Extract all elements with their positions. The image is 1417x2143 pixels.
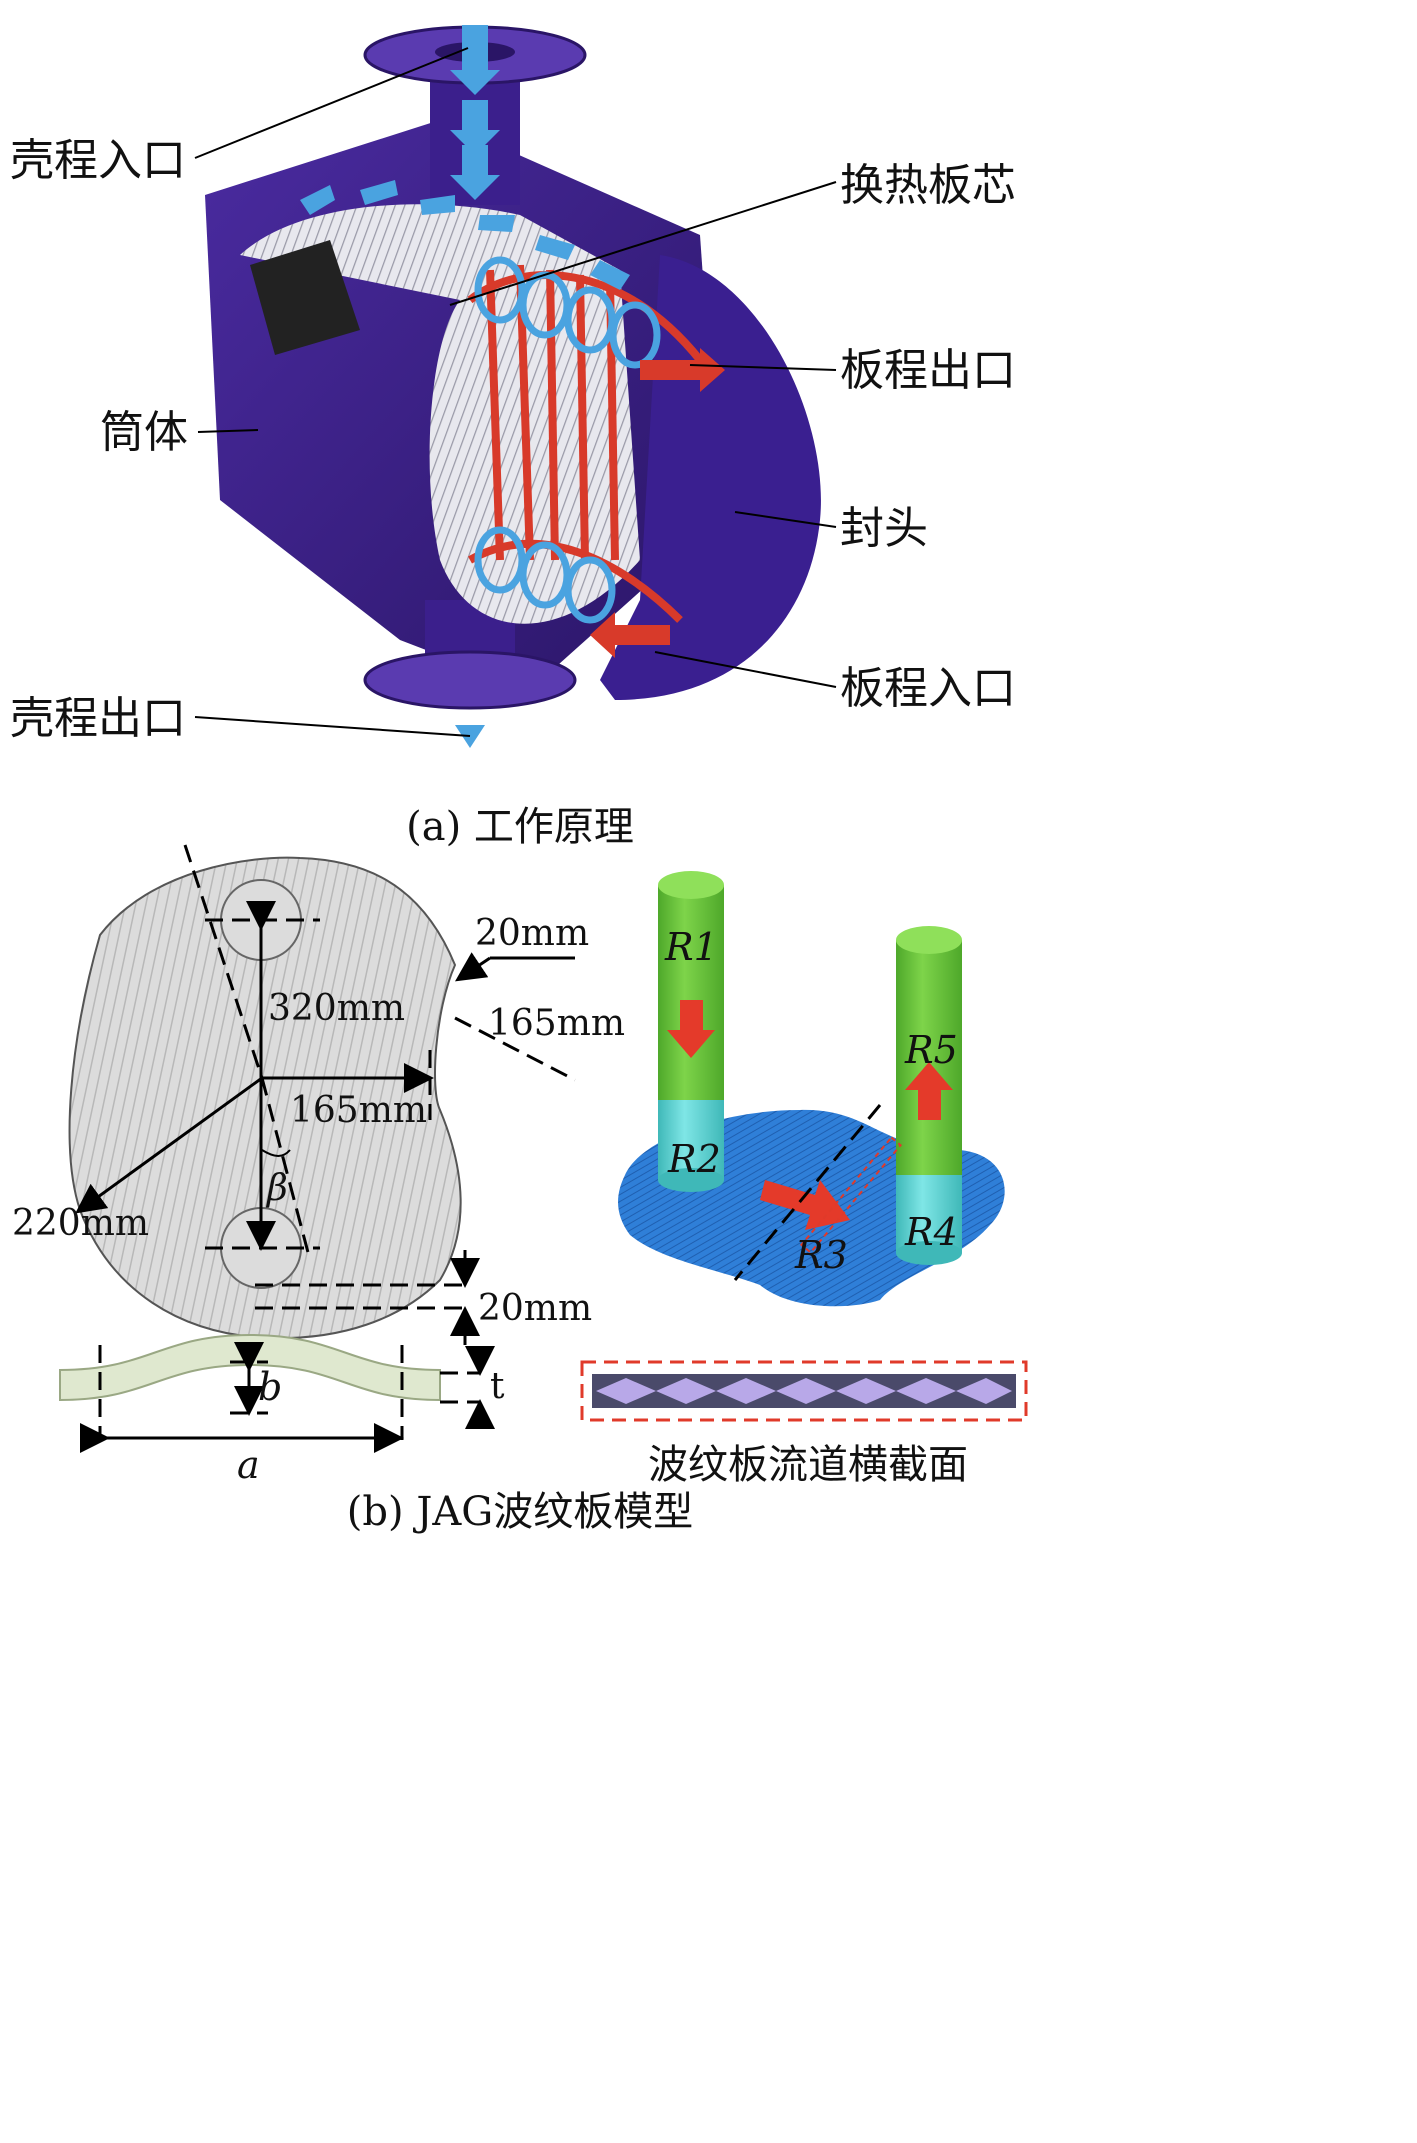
dim-side-offset: 165mm [488, 1003, 625, 1044]
label-shell-inlet: 壳程入口 [10, 135, 186, 186]
wave-profile: a b t [59, 1333, 505, 1487]
column-r4 [896, 1175, 962, 1253]
label-plate-inlet: 板程入口 [840, 663, 1016, 714]
plate-inlet-arrow [590, 612, 670, 658]
dim-radius: 220mm [12, 1203, 149, 1244]
label-plate-core: 换热板芯 [840, 160, 1016, 211]
dim-port-distance: 320mm [268, 988, 405, 1029]
bottom-flange [363, 650, 577, 710]
label-r3: R3 [794, 1233, 848, 1277]
label-r2: R2 [667, 1137, 721, 1181]
caption-b: (b) JAG波纹板模型 [347, 1489, 693, 1535]
plate-outlet-arrow [640, 348, 725, 392]
arrow-down-r1 [667, 1000, 715, 1058]
wave-height-label: b [258, 1365, 282, 1409]
label-r5: R5 [904, 1028, 958, 1072]
label-leaders-a [194, 47, 837, 737]
plate-core [240, 204, 640, 624]
cross-section-label: 波纹板流道横截面 [648, 1442, 968, 1488]
label-head: 封头 [840, 503, 928, 554]
dim-half-width: 165mm [290, 1090, 427, 1131]
thickness-label: t [490, 1366, 505, 1407]
column-r5 [896, 940, 962, 1175]
cross-section-channels [596, 1378, 1012, 1404]
arrow-up-r5 [905, 1062, 953, 1120]
figure-canvas: 壳程入口 换热板芯 板程出口 筒体 封头 板程入口 壳程出口 (a) 工作原理 … [10, 25, 1028, 1535]
wave-length-label: a [237, 1443, 260, 1487]
core-dark-block [250, 240, 360, 355]
channel-cross-section: 波纹板流道横截面 [580, 1360, 1028, 1488]
caption-a: (a) 工作原理 [406, 804, 634, 850]
dim-labels: 20mm 320mm 165mm 165mm 220mm 20mm β [12, 913, 625, 1329]
label-r1: R1 [664, 925, 718, 969]
arrow-r3 [760, 1180, 850, 1230]
cross-section-box [580, 1360, 1028, 1422]
label-r4: R4 [904, 1210, 958, 1254]
column-r1 [658, 885, 724, 1100]
angle-beta: β [265, 1168, 288, 1209]
flow-regions: R1 R2 R3 R4 R5 [618, 871, 1005, 1307]
label-plate-outlet: 板程出口 [840, 345, 1016, 396]
plate-flow-tubes [467, 264, 704, 623]
figure: 壳程入口 换热板芯 板程出口 筒体 封头 板程入口 壳程出口 (a) 工作原理 … [10, 25, 1028, 1535]
label-cylinder: 筒体 [100, 407, 188, 458]
plate-flow-coils [474, 256, 661, 624]
heat-exchanger-illustration [205, 25, 821, 748]
shell-flow-arrows [300, 25, 630, 748]
labels-a: 壳程入口 换热板芯 板程出口 筒体 封头 板程入口 壳程出口 [10, 135, 1016, 744]
plate-geometry [68, 844, 576, 1345]
dim-top-gap: 20mm [475, 913, 589, 954]
label-shell-outlet: 壳程出口 [10, 693, 186, 744]
dim-bottom-gap: 20mm [478, 1288, 592, 1329]
column-r2 [658, 1100, 724, 1180]
section-mark [799, 1136, 903, 1254]
